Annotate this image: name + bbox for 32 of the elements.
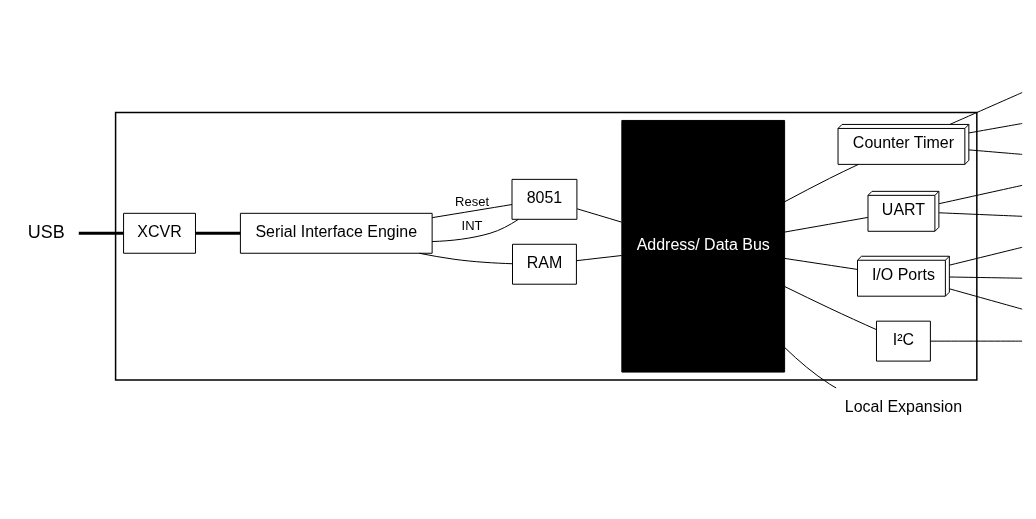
node-box: I²C — [875, 320, 931, 362]
connector — [948, 287, 1023, 310]
connector — [431, 218, 519, 242]
connector — [967, 122, 1023, 133]
connector — [929, 340, 1023, 342]
connector — [948, 246, 1023, 266]
node-box: RAM — [511, 243, 577, 285]
node-text: Local Expansion — [844, 397, 962, 415]
connector — [431, 203, 512, 218]
connector — [78, 231, 123, 235]
connector — [783, 285, 877, 330]
connector — [949, 91, 1023, 125]
node-box: 8051 — [511, 178, 577, 220]
connector — [967, 148, 1023, 155]
cluster — [114, 111, 978, 381]
edge-label: Reset — [454, 193, 489, 209]
connector — [783, 257, 858, 270]
node-box: XCVR — [122, 212, 196, 254]
node-box: Address/ Data Bus — [620, 119, 785, 373]
connector — [948, 276, 1023, 279]
connector — [195, 231, 240, 235]
node-box: Serial Interface Engine — [239, 212, 433, 254]
connector — [575, 254, 622, 261]
connector — [418, 252, 513, 264]
node-text: USB — [27, 221, 65, 242]
connector — [783, 216, 868, 233]
connector — [938, 184, 1023, 204]
connector — [938, 211, 1023, 217]
connector — [576, 207, 622, 223]
connector — [783, 163, 859, 202]
connector — [783, 346, 837, 388]
edge-label: INT — [461, 217, 483, 233]
